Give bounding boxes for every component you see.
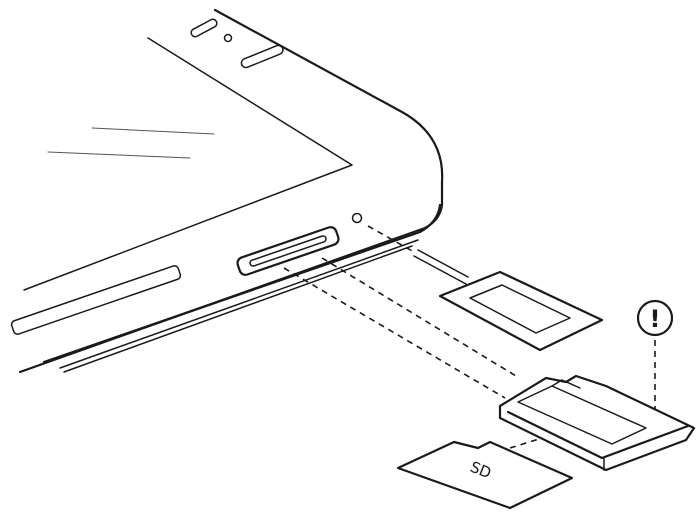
card-tray bbox=[498, 374, 696, 472]
sensor-slot bbox=[240, 44, 284, 69]
earpiece-speaker bbox=[190, 18, 218, 38]
card-slot bbox=[236, 226, 340, 276]
front-camera-icon bbox=[223, 33, 233, 43]
glare-line bbox=[47, 151, 191, 159]
pin-guide-line bbox=[367, 225, 415, 253]
side-button bbox=[10, 265, 182, 335]
warning-symbol: ! bbox=[650, 305, 661, 333]
glare-line bbox=[91, 127, 215, 135]
phone-body bbox=[18, 8, 444, 374]
tray-guide-line-2 bbox=[283, 267, 506, 399]
sd-card: SD bbox=[396, 440, 574, 510]
warning-icon: ! bbox=[636, 299, 674, 337]
ejector-hole-icon bbox=[351, 212, 363, 224]
tray-guide-line bbox=[321, 257, 517, 377]
ejector-pin-tool bbox=[413, 249, 604, 352]
